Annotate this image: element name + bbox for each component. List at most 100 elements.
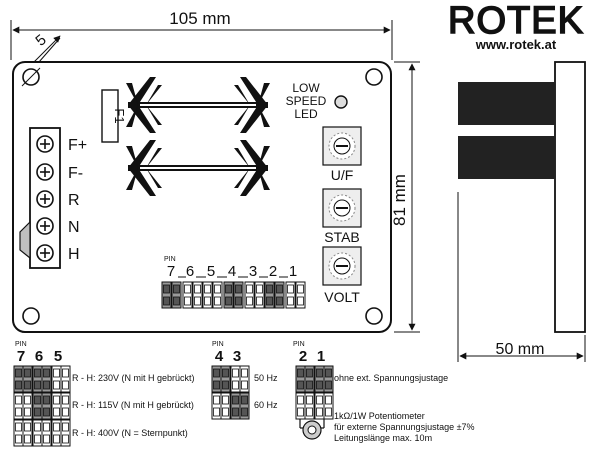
terminal-r: R xyxy=(68,192,80,209)
jumper-400v xyxy=(22,419,33,447)
group-765-pin-5: 5 xyxy=(54,348,62,365)
option-400v: R - H: 400V (N = Sternpunkt) xyxy=(72,428,188,438)
hole-label: 5 xyxy=(32,31,49,49)
group-765-pin-6: 6 xyxy=(35,348,43,365)
terminal-f-minus: F- xyxy=(68,165,83,182)
jumper-400v xyxy=(13,419,24,447)
board-jumper-cell xyxy=(161,281,172,309)
rotek-logo: ROTEK www.rotek.at xyxy=(447,0,584,52)
option-230v: R - H: 230V (N mit H gebrückt) xyxy=(72,373,195,383)
jumper-115v xyxy=(60,392,71,420)
pot-volt-label: VOLT xyxy=(324,289,360,305)
low-speed-led: LOW SPEED LED xyxy=(286,81,348,121)
pin-3: 3 xyxy=(249,263,257,280)
jumper-230v xyxy=(41,365,52,393)
pin-7: 7 xyxy=(167,263,175,280)
pin-4: 4 xyxy=(228,263,236,280)
fuse-label: F1 xyxy=(112,108,127,123)
board-jumper-cell xyxy=(264,281,275,309)
group-43-pin-3: 3 xyxy=(233,348,241,365)
terminal-block: F+ F- R N H xyxy=(19,127,87,269)
potentiometer-symbol xyxy=(299,418,325,440)
option-no-ext-adjust: ohne ext. Spannungsjustage xyxy=(334,373,448,383)
jumper-400v xyxy=(41,419,52,447)
board-jumper-cell xyxy=(171,281,182,309)
board-pin-header: PIN 7 6 5 4 3 2 1 xyxy=(161,256,306,309)
group-765-pin-7: 7 xyxy=(17,348,25,365)
terminal-f-plus: F+ xyxy=(68,137,87,154)
jumper-60hz xyxy=(211,392,222,420)
jumper-115v xyxy=(32,392,43,420)
jumper-no-ext xyxy=(304,365,315,393)
board-jumper-cell xyxy=(192,281,203,309)
pot-uf xyxy=(322,126,362,166)
jumper-ext-pot xyxy=(304,392,315,420)
jumper-50hz xyxy=(211,365,222,393)
option-cable-length: Leitungslänge max. 10m xyxy=(334,433,432,443)
group-21-pin-1: 1 xyxy=(317,348,325,365)
brand-name: ROTEK xyxy=(448,0,584,42)
board-jumper-cell xyxy=(244,281,255,309)
jumper-230v xyxy=(51,365,62,393)
board-jumper-cell xyxy=(233,281,244,309)
board-jumper-cell xyxy=(223,281,234,309)
jumper-ext-pot xyxy=(295,392,306,420)
pot-uf-label: U/F xyxy=(331,167,354,183)
option-potentiometer: 1kΩ/1W Potentiometer xyxy=(334,411,425,421)
led-label-low: LOW xyxy=(292,81,320,95)
group-43-pin-4: 4 xyxy=(215,348,224,365)
terminal-n: N xyxy=(68,219,80,236)
option-115v: R - H: 115V (N mit H gebrückt) xyxy=(72,400,194,410)
jumper-230v xyxy=(60,365,71,393)
pin-6: 6 xyxy=(186,263,194,280)
board-jumper-cell xyxy=(212,281,223,309)
board-jumper-cell xyxy=(274,281,285,309)
jumper-no-ext xyxy=(323,365,334,393)
terminal-h: H xyxy=(68,246,80,263)
jumper-115v xyxy=(51,392,62,420)
depth-label: 50 mm xyxy=(496,341,545,358)
height-dimension: 81 mm xyxy=(390,61,420,333)
jumper-50hz xyxy=(230,365,241,393)
jumper-group-43: PIN 4 3 50 Hz 60 Hz xyxy=(212,341,278,410)
pot-stab-label: STAB xyxy=(324,229,360,245)
jumper-group-765: PIN 7 6 5 R - H: 230V (N mit H gebrückt)… xyxy=(15,341,195,438)
jumper-50hz xyxy=(220,365,231,393)
board-jumper-cell xyxy=(295,281,306,309)
side-view: 50 mm xyxy=(457,61,586,362)
jumper-ext-pot xyxy=(314,392,325,420)
jumper-no-ext xyxy=(295,365,306,393)
jumper-400v xyxy=(32,419,43,447)
option-ext-adjust: für externe Spannungsjustage ±7% xyxy=(334,422,475,432)
group-765-pin-label: PIN xyxy=(15,341,27,348)
brand-url: www.rotek.at xyxy=(475,37,557,52)
option-60hz: 60 Hz xyxy=(254,400,278,410)
pot-stab xyxy=(322,188,362,228)
jumper-115v xyxy=(22,392,33,420)
board-jumper-cell xyxy=(202,281,213,309)
jumper-60hz xyxy=(230,392,241,420)
group-21-pin-2: 2 xyxy=(299,348,307,365)
pin-5: 5 xyxy=(207,263,215,280)
jumper-60hz xyxy=(239,392,250,420)
width-dimension: 105 mm xyxy=(10,9,393,60)
jumper-230v xyxy=(32,365,43,393)
jumper-115v xyxy=(13,392,24,420)
width-label: 105 mm xyxy=(169,9,230,28)
jumper-400v xyxy=(51,419,62,447)
board-jumper-cell xyxy=(182,281,193,309)
led-label-speed: SPEED xyxy=(286,94,327,108)
jumper-230v xyxy=(22,365,33,393)
board-jumper-cell xyxy=(285,281,296,309)
jumper-ext-pot xyxy=(323,392,334,420)
jumper-50hz xyxy=(239,365,250,393)
pin-1: 1 xyxy=(289,263,297,280)
jumper-no-ext xyxy=(314,365,325,393)
option-50hz: 50 Hz xyxy=(254,373,278,383)
pin-2: 2 xyxy=(269,263,277,280)
board-jumper-cell xyxy=(254,281,265,309)
fuse: F1 xyxy=(101,89,127,143)
pin-header-label: PIN xyxy=(164,256,176,263)
jumper-60hz xyxy=(220,392,231,420)
